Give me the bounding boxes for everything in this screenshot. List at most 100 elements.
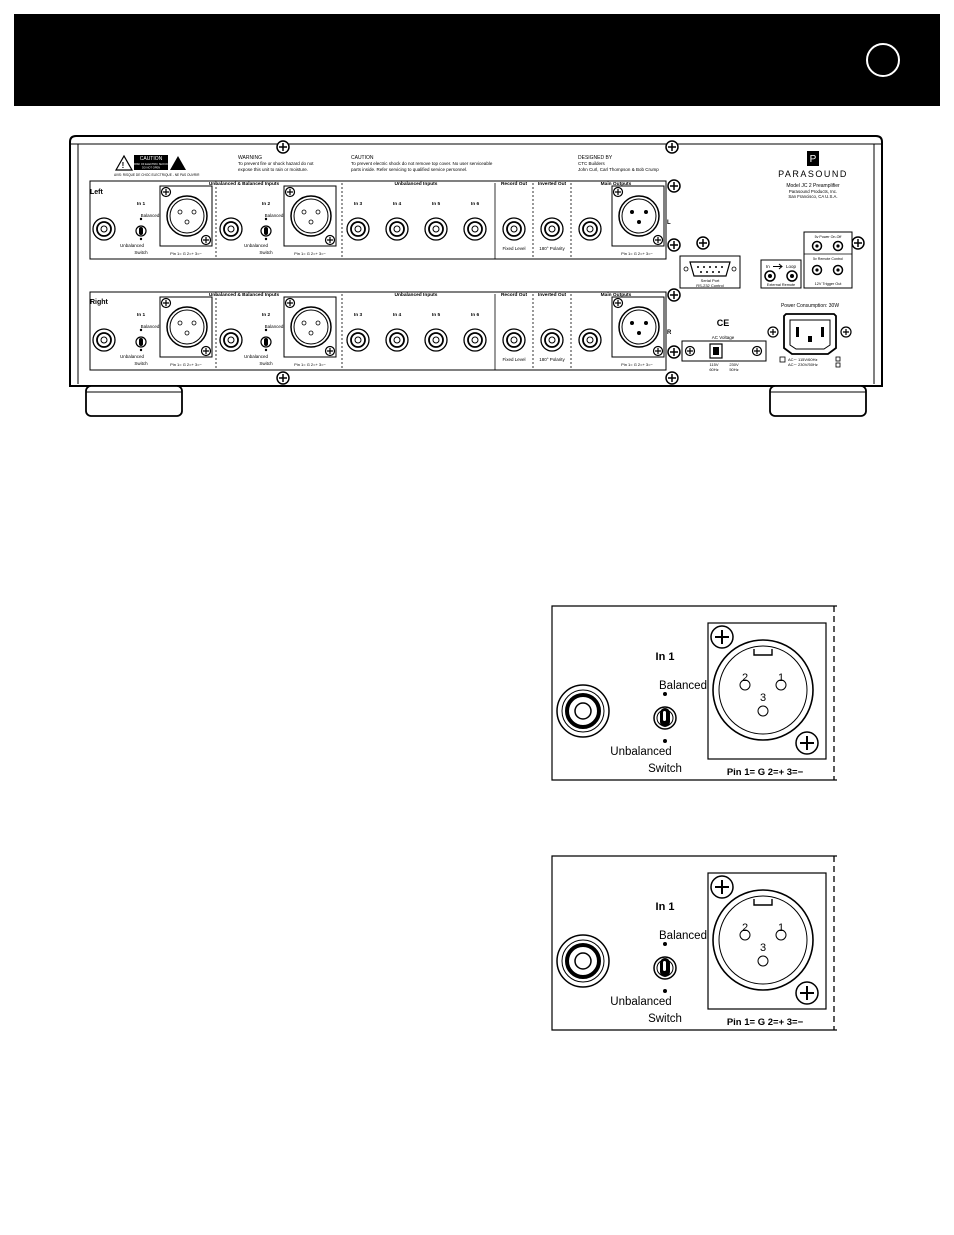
rca-jack-icon (556, 934, 610, 988)
panel-label: CTC Builders (578, 161, 606, 166)
left-row-details: Unbalanced & Balanced Inputs Unbalanced … (92, 181, 671, 259)
panel-label: 3 (760, 942, 766, 954)
rca-jack-icon (502, 328, 526, 352)
panel-label: RS-232 Control (696, 283, 724, 288)
detail-input-label: In 1 (656, 901, 675, 913)
xlr-connector-icon (611, 185, 665, 247)
panel-label: In 6 (471, 312, 480, 318)
detail-balanced-label: Balanced (659, 680, 707, 692)
panel-label: Pin 1= G 2=+ 3=− (621, 362, 653, 367)
panel-label: Record Out (501, 292, 528, 298)
panel-label: Pin 1= G 2=+ 3=− (621, 251, 653, 256)
panel-label: Record Out (501, 181, 528, 187)
panel-label: 180° Polarity (539, 246, 565, 251)
panel-label: 12V Trigger Out (815, 282, 843, 286)
rca-jack-icon (385, 328, 409, 352)
pin-legend: Pin 1= G 2=+ 3=− (727, 1017, 804, 1028)
rca-jack-icon (219, 328, 243, 352)
caution-plate (134, 155, 168, 170)
panel-label: Model JC 2 Preamplifier (786, 183, 840, 189)
ac-voltage-selector: AC Voltage 115V 60Hz 230V 50Hz (681, 335, 767, 372)
panel-label: R (667, 330, 672, 336)
panel-label: In 3 (354, 312, 363, 318)
lightning-triangle-icon (170, 156, 186, 170)
screw-icon (851, 236, 865, 250)
rca-jack-icon (424, 217, 448, 241)
xlr-connector-icon (159, 296, 213, 358)
screw-icon (696, 236, 710, 250)
panel-label: Unbalanced (120, 354, 145, 359)
panel-label: Main Outputs (601, 292, 632, 298)
panel-label: Switch (134, 361, 148, 366)
panel-label: In 5 (432, 312, 441, 318)
arrow-right-icon (773, 263, 783, 270)
right-foot (769, 385, 867, 417)
panel-label: Main Outputs (601, 181, 632, 187)
panel-label: Switch (259, 250, 273, 255)
detail-switch-label: Switch (648, 1013, 682, 1025)
left-foot (85, 385, 183, 417)
panel-label: Fixed Level (502, 246, 525, 251)
input-detail-1: In 1 Balanced Unbalanced Switch 2 1 3 Pi… (551, 605, 837, 781)
rca-jack-icon (219, 217, 243, 241)
rca-jack-icon (346, 328, 370, 352)
panel-label: 115V (709, 362, 718, 367)
panel-label: AC Voltage (712, 335, 735, 340)
panel-label: External Remote (767, 283, 795, 287)
panel-label: Balanced (265, 213, 284, 218)
panel-label: AC∼ 230V/50Hz (788, 362, 818, 367)
toggle-switch-icon (135, 217, 147, 241)
panel-label: CE (717, 318, 730, 328)
panel-label: 50Hz (729, 367, 738, 372)
panel-label: Unbalanced Inputs (395, 292, 438, 298)
panel-label: Pin 1= G 2=+ 3=− (294, 362, 326, 367)
panel-label: Pin 1= G 2=+ 3=− (170, 362, 202, 367)
screw-icon (667, 238, 681, 252)
panel-label: 2 (742, 672, 748, 684)
rca-jack-icon (556, 684, 610, 738)
rca-jack-icon (385, 217, 409, 241)
detail-unbalanced-label: Unbalanced (610, 996, 671, 1008)
panel-label: In 4 (393, 201, 402, 207)
header-bar (14, 14, 940, 106)
external-remote: In Loop External Remote (760, 259, 802, 289)
panel-label: To prevent electric shock do not remove … (351, 161, 493, 166)
panel-label: Unbalanced (244, 354, 269, 359)
panel-label: 60Hz (709, 367, 718, 372)
rca-jack-icon (540, 328, 564, 352)
panel-label: Switch (134, 250, 148, 255)
rca-jack-icon (92, 217, 116, 241)
right-row-details: Unbalanced & Balanced Inputs Unbalanced … (92, 292, 672, 370)
xlr-connector-icon (611, 296, 665, 358)
panel-label: Unbalanced & Balanced Inputs (209, 181, 280, 187)
panel-label: 3 (760, 692, 766, 704)
panel-label: Unbalanced (244, 243, 269, 248)
rear-panel-illustration: ! CAUTION RISK OF ELECTRIC SHOCK DO NOT … (69, 135, 883, 417)
panel-label: 230V (729, 362, 739, 367)
xlr-connector-icon (707, 872, 827, 1010)
screw-icon (795, 731, 819, 755)
panel-label: Inverted Out (538, 292, 567, 298)
panel-label: In 6 (471, 201, 480, 207)
panel-label: Unbalanced Inputs (395, 181, 438, 187)
xlr-connector-icon (159, 185, 213, 247)
rca-jack-icon (502, 217, 526, 241)
toggle-switch-icon (260, 328, 272, 352)
serial-port: Serial Port RS-232 Control (679, 255, 741, 289)
screw-icon (667, 288, 681, 302)
panel-label: Pin 1= G 2=+ 3=− (294, 251, 326, 256)
detail-input-label: In 1 (656, 651, 675, 663)
screw-icon (276, 371, 290, 385)
toggle-switch-icon (653, 942, 677, 993)
panel-label: John Curl, Carl Thompson & Bob Crump (578, 167, 659, 172)
screw-icon (665, 371, 679, 385)
rca-jack-icon (578, 217, 602, 241)
panel-label: DO NOT OPEN (142, 166, 160, 170)
xlr-connector-icon (283, 296, 337, 358)
panel-label: Unbalanced (120, 243, 145, 248)
panel-label: Inverted Out (538, 181, 567, 187)
panel-label: 1 (778, 922, 784, 934)
detail-balanced-label: Balanced (659, 930, 707, 942)
panel-label: DESIGNED BY (578, 155, 613, 161)
panel-label: 5v Power On-Off (815, 235, 842, 239)
